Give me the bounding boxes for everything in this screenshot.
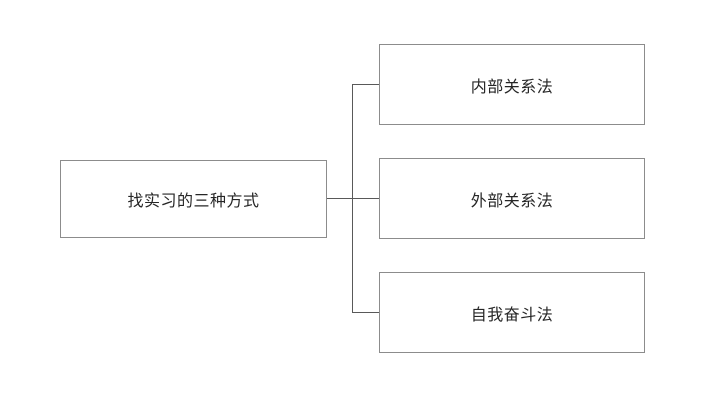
node-child-external-relations: 外部关系法 xyxy=(379,158,645,239)
node-child-label: 内部关系法 xyxy=(470,78,554,96)
node-root: 找实习的三种方式 xyxy=(60,160,327,238)
connector-branch-bottom xyxy=(352,312,379,313)
connector-branch-middle xyxy=(327,198,379,199)
node-root-label: 找实习的三种方式 xyxy=(127,193,260,210)
node-child-self-striving: 自我奋斗法 xyxy=(379,272,645,353)
node-child-internal-relations: 内部关系法 xyxy=(379,44,645,125)
connector-branch-top xyxy=(352,84,379,85)
node-child-label: 自我奋斗法 xyxy=(470,306,554,324)
node-child-label: 外部关系法 xyxy=(470,192,554,210)
